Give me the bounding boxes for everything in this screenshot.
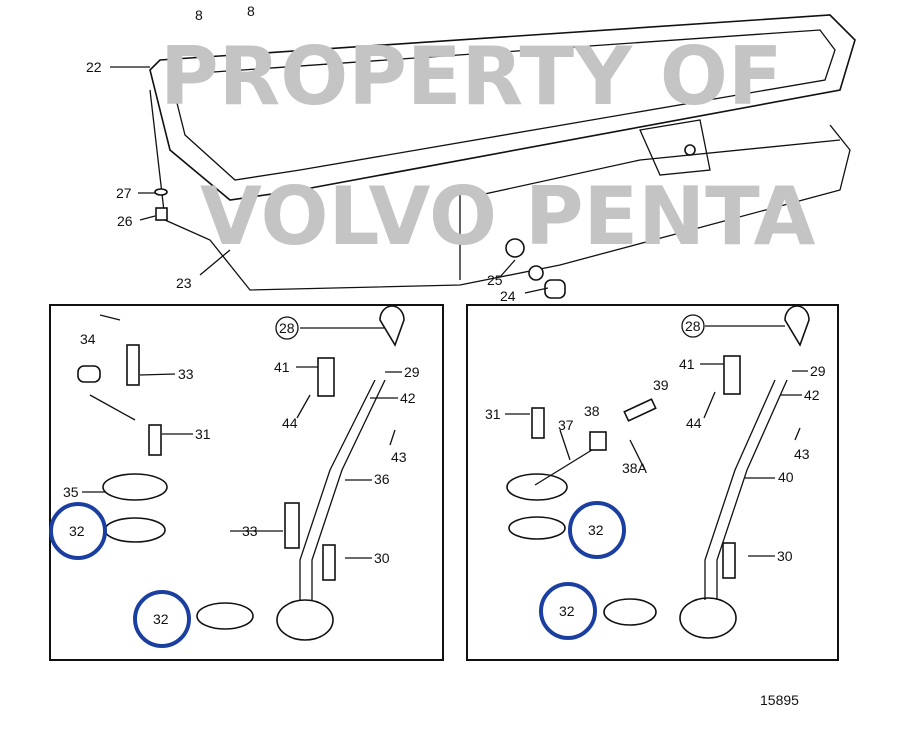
callout-label: 43 — [391, 449, 407, 465]
callout-label: 32 — [588, 522, 604, 538]
watermark: PROPERTY OF VOLVO PENTA — [160, 30, 815, 263]
callout-label: 30 — [777, 548, 793, 564]
callout-label: 42 — [400, 390, 416, 406]
right-dipstick-panel — [466, 304, 839, 661]
callout-label: 41 — [679, 356, 695, 372]
callout-label: 40 — [778, 469, 794, 485]
callout-label: 31 — [485, 406, 501, 422]
callout-label: 24 — [500, 288, 516, 304]
callout-label: 44 — [686, 415, 702, 431]
callout-label: 36 — [374, 471, 390, 487]
callout-label: 34 — [80, 331, 96, 347]
callout-label: 25 — [487, 272, 503, 288]
callout-label: 41 — [274, 359, 290, 375]
watermark-line-1: PROPERTY OF — [160, 30, 783, 123]
callout-label: 31 — [195, 426, 211, 442]
callout-label: 22 — [86, 59, 102, 75]
callout-label: 28 — [685, 318, 701, 334]
callout-label: 35 — [63, 484, 79, 500]
oil-pan-drawing — [110, 14, 856, 299]
watermark-line-2: VOLVO PENTA — [200, 170, 815, 263]
callout-label: 33 — [178, 366, 194, 382]
callout-label: 26 — [117, 213, 133, 229]
callout-label: 44 — [282, 415, 298, 431]
callout-label: 28 — [279, 320, 295, 336]
highlight-circle — [568, 501, 626, 559]
callout-label: 38A — [622, 460, 648, 476]
callout-label: 38 — [584, 403, 600, 419]
callout-label: 32 — [153, 611, 169, 627]
highlight-circle — [49, 502, 107, 560]
callout-label: 43 — [794, 446, 810, 462]
figure-number: 15895 — [760, 692, 799, 708]
callout-label: 27 — [116, 185, 132, 201]
callout-label: 8 — [195, 7, 203, 23]
callout-label: 37 — [558, 417, 574, 433]
callout-label: 23 — [176, 275, 192, 291]
callout-label: 32 — [69, 523, 85, 539]
callout-label: 8 — [247, 3, 255, 19]
highlight-circle — [133, 590, 191, 648]
callout-label: 30 — [374, 550, 390, 566]
callout-label: 29 — [404, 364, 420, 380]
highlight-circle — [539, 582, 597, 640]
callout-label: 33 — [242, 523, 258, 539]
callout-label: 39 — [653, 377, 669, 393]
callout-label: 29 — [810, 363, 826, 379]
callout-label: 32 — [559, 603, 575, 619]
callout-label: 42 — [804, 387, 820, 403]
left-dipstick-panel — [49, 304, 444, 661]
